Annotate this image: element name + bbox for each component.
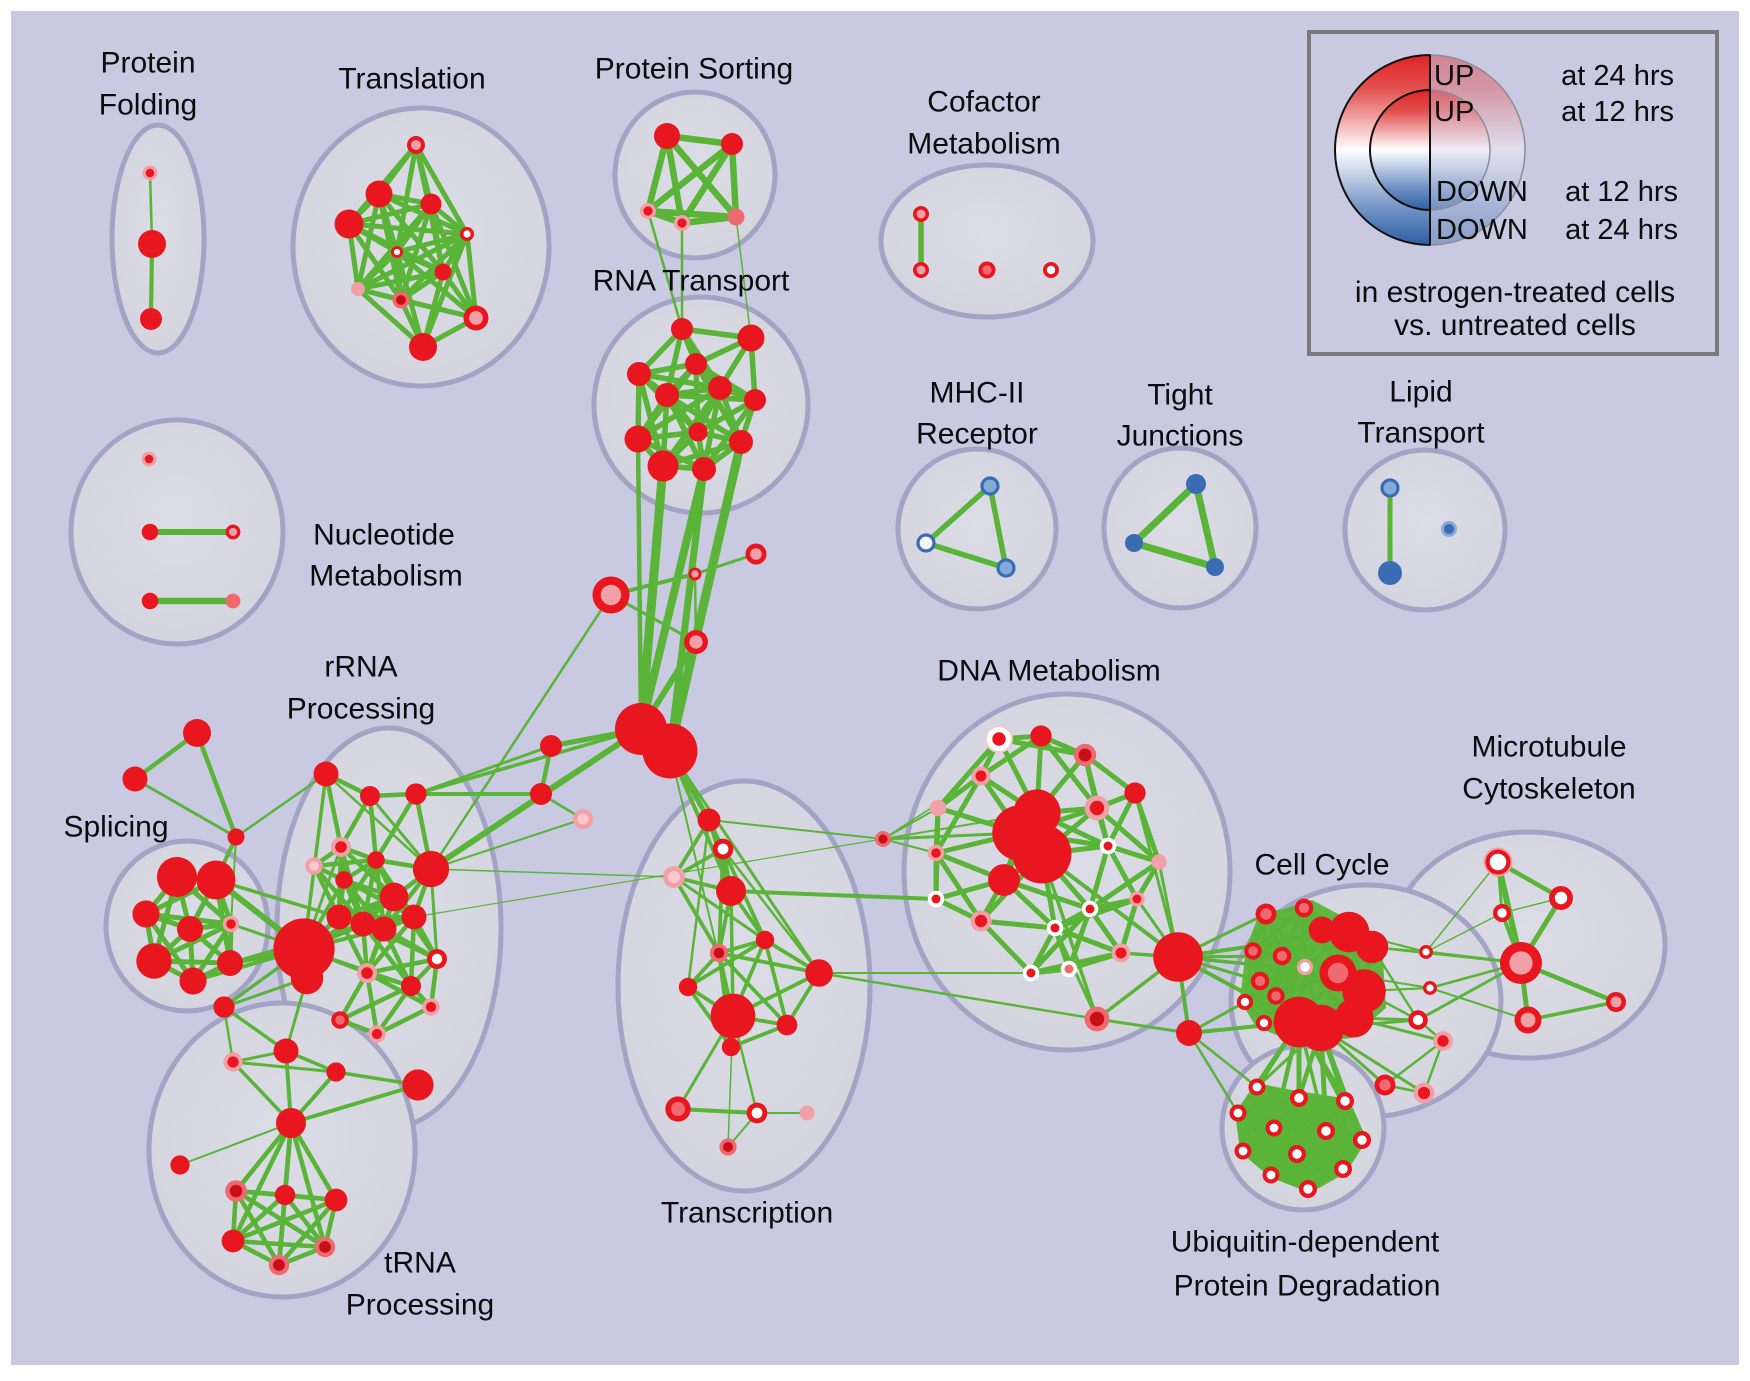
svg-text:Lipid: Lipid xyxy=(1389,376,1452,409)
svg-text:RNA Transport: RNA Transport xyxy=(593,265,790,298)
svg-text:at 24 hrs: at 24 hrs xyxy=(1561,60,1674,92)
svg-text:Splicing: Splicing xyxy=(63,811,168,844)
svg-text:DOWN: DOWN xyxy=(1436,214,1528,246)
svg-text:Cell Cycle: Cell Cycle xyxy=(1254,849,1389,882)
svg-text:Processing: Processing xyxy=(346,1289,494,1322)
svg-text:DOWN: DOWN xyxy=(1436,176,1528,208)
svg-text:MHC-II: MHC-II xyxy=(930,377,1025,410)
svg-text:Folding: Folding xyxy=(99,89,197,122)
svg-text:vs. untreated cells: vs. untreated cells xyxy=(1394,309,1636,342)
svg-text:UP: UP xyxy=(1434,60,1474,92)
svg-text:Processing: Processing xyxy=(287,693,435,726)
svg-text:Metabolism: Metabolism xyxy=(907,128,1060,161)
svg-text:at 24 hrs: at 24 hrs xyxy=(1565,214,1678,246)
svg-text:Tight: Tight xyxy=(1147,379,1213,412)
svg-text:Nucleotide: Nucleotide xyxy=(313,519,455,552)
svg-text:Protein Degradation: Protein Degradation xyxy=(1174,1270,1441,1303)
svg-text:Microtubule: Microtubule xyxy=(1471,731,1626,764)
svg-text:Transcription: Transcription xyxy=(661,1197,833,1230)
svg-text:UP: UP xyxy=(1434,96,1474,128)
svg-text:Translation: Translation xyxy=(338,63,485,96)
svg-text:in estrogen-treated cells: in estrogen-treated cells xyxy=(1355,276,1675,309)
svg-text:at 12 hrs: at 12 hrs xyxy=(1565,176,1678,208)
svg-text:Transport: Transport xyxy=(1357,417,1485,450)
svg-text:Metabolism: Metabolism xyxy=(309,560,462,593)
svg-text:at 12 hrs: at 12 hrs xyxy=(1561,96,1674,128)
svg-text:Receptor: Receptor xyxy=(916,418,1038,451)
svg-text:Junctions: Junctions xyxy=(1117,420,1244,453)
svg-text:Cofactor: Cofactor xyxy=(927,86,1040,119)
svg-text:Cytoskeleton: Cytoskeleton xyxy=(1462,773,1635,806)
svg-text:rRNA: rRNA xyxy=(324,651,397,684)
svg-text:DNA Metabolism: DNA Metabolism xyxy=(937,655,1160,688)
svg-text:Protein Sorting: Protein Sorting xyxy=(595,53,793,86)
svg-text:tRNA: tRNA xyxy=(384,1247,456,1280)
svg-text:Protein: Protein xyxy=(100,47,195,80)
svg-text:Ubiquitin-dependent: Ubiquitin-dependent xyxy=(1171,1226,1440,1259)
